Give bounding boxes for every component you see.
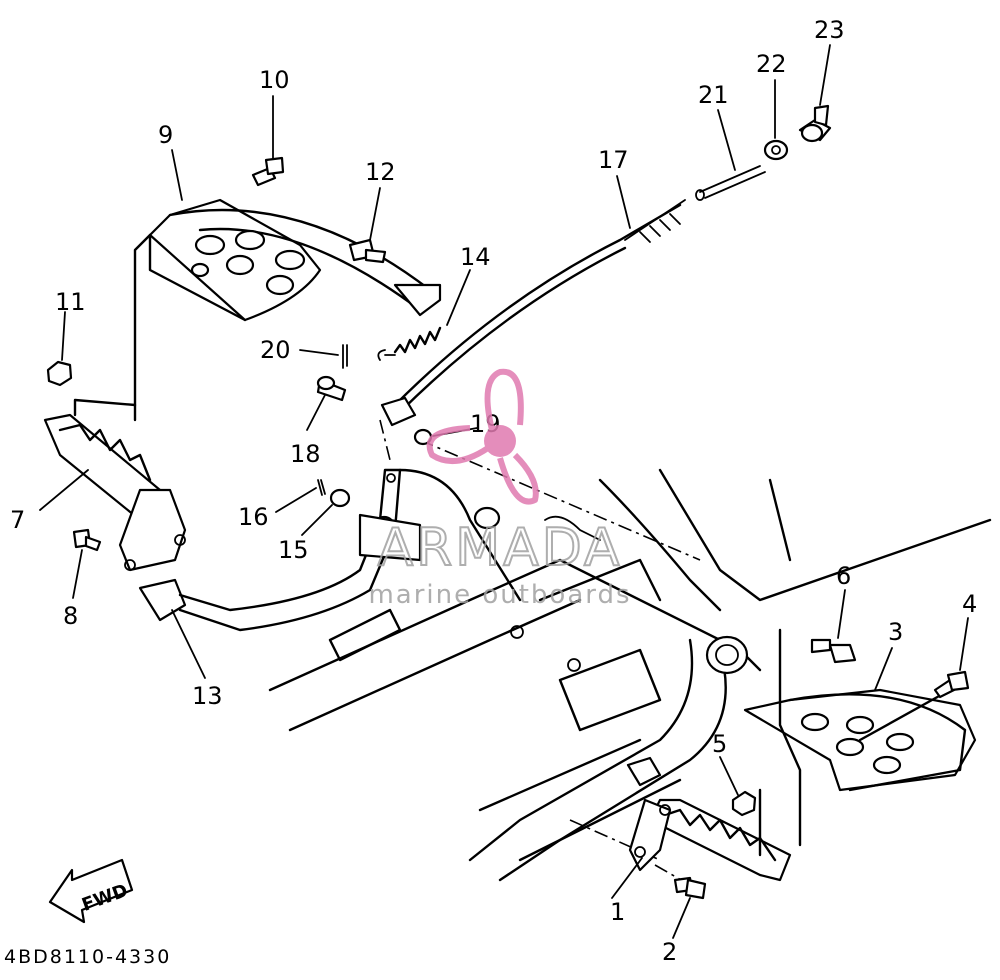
callout-1: 1 (610, 898, 625, 926)
nut-5 (731, 790, 757, 817)
brake-rod (380, 199, 686, 427)
callout-17: 17 (598, 146, 629, 174)
frame (268, 468, 992, 882)
callout-10: 10 (259, 66, 290, 94)
callout-22: 22 (756, 50, 787, 78)
cotter-pin-20 (342, 344, 348, 369)
callout-13: 13 (192, 682, 223, 710)
callout-6: 6 (836, 562, 851, 590)
callout-14: 14 (460, 243, 491, 271)
bolt-12 (348, 238, 387, 264)
nut-11 (46, 360, 73, 387)
callout-9: 9 (158, 121, 173, 149)
watermark-brand: ARMADA (378, 518, 623, 578)
callout-12: 12 (365, 158, 396, 186)
callout-15: 15 (278, 536, 309, 564)
callouts: 1 2 3 4 5 6 7 8 9 10 11 12 13 14 15 16 1… (10, 16, 977, 966)
right-footrest (628, 788, 792, 882)
right-rear-footrest (743, 628, 977, 847)
callout-21: 21 (698, 81, 729, 109)
callout-8: 8 (63, 602, 78, 630)
leader-lines (39, 44, 969, 939)
clevis-pin-18 (316, 375, 347, 402)
callout-18: 18 (290, 440, 321, 468)
callout-16: 16 (238, 503, 269, 531)
wing-nut-23 (798, 104, 832, 143)
brake-pedal (138, 468, 422, 632)
left-footrest (43, 398, 187, 572)
callout-11: 11 (55, 288, 86, 316)
callout-2: 2 (662, 938, 677, 966)
propeller-logo (426, 368, 539, 505)
washer-15 (329, 488, 351, 508)
bolt-8 (72, 528, 102, 552)
spring-14 (377, 326, 442, 361)
rear-footrest-bracket (133, 198, 442, 422)
nut-22 (763, 139, 789, 161)
callout-4: 4 (962, 590, 977, 618)
watermark-tagline: marine outboards (368, 580, 631, 610)
part-code: 4BD8110-4330 (4, 946, 171, 968)
callout-20: 20 (260, 336, 291, 364)
propeller-hub (484, 425, 516, 457)
callout-3: 3 (888, 618, 903, 646)
watermark: ARMADA marine outboards (368, 368, 631, 610)
bolt-4 (933, 670, 970, 699)
cotter-pin-16 (317, 479, 326, 496)
fwd-arrow: FWD (48, 858, 134, 924)
bolt-10 (251, 156, 285, 187)
bolt-6 (810, 638, 857, 664)
callout-23: 23 (814, 16, 845, 44)
bolt-2 (673, 876, 707, 900)
callout-5: 5 (712, 730, 727, 758)
callout-7: 7 (10, 506, 25, 534)
pin-21 (695, 165, 766, 201)
